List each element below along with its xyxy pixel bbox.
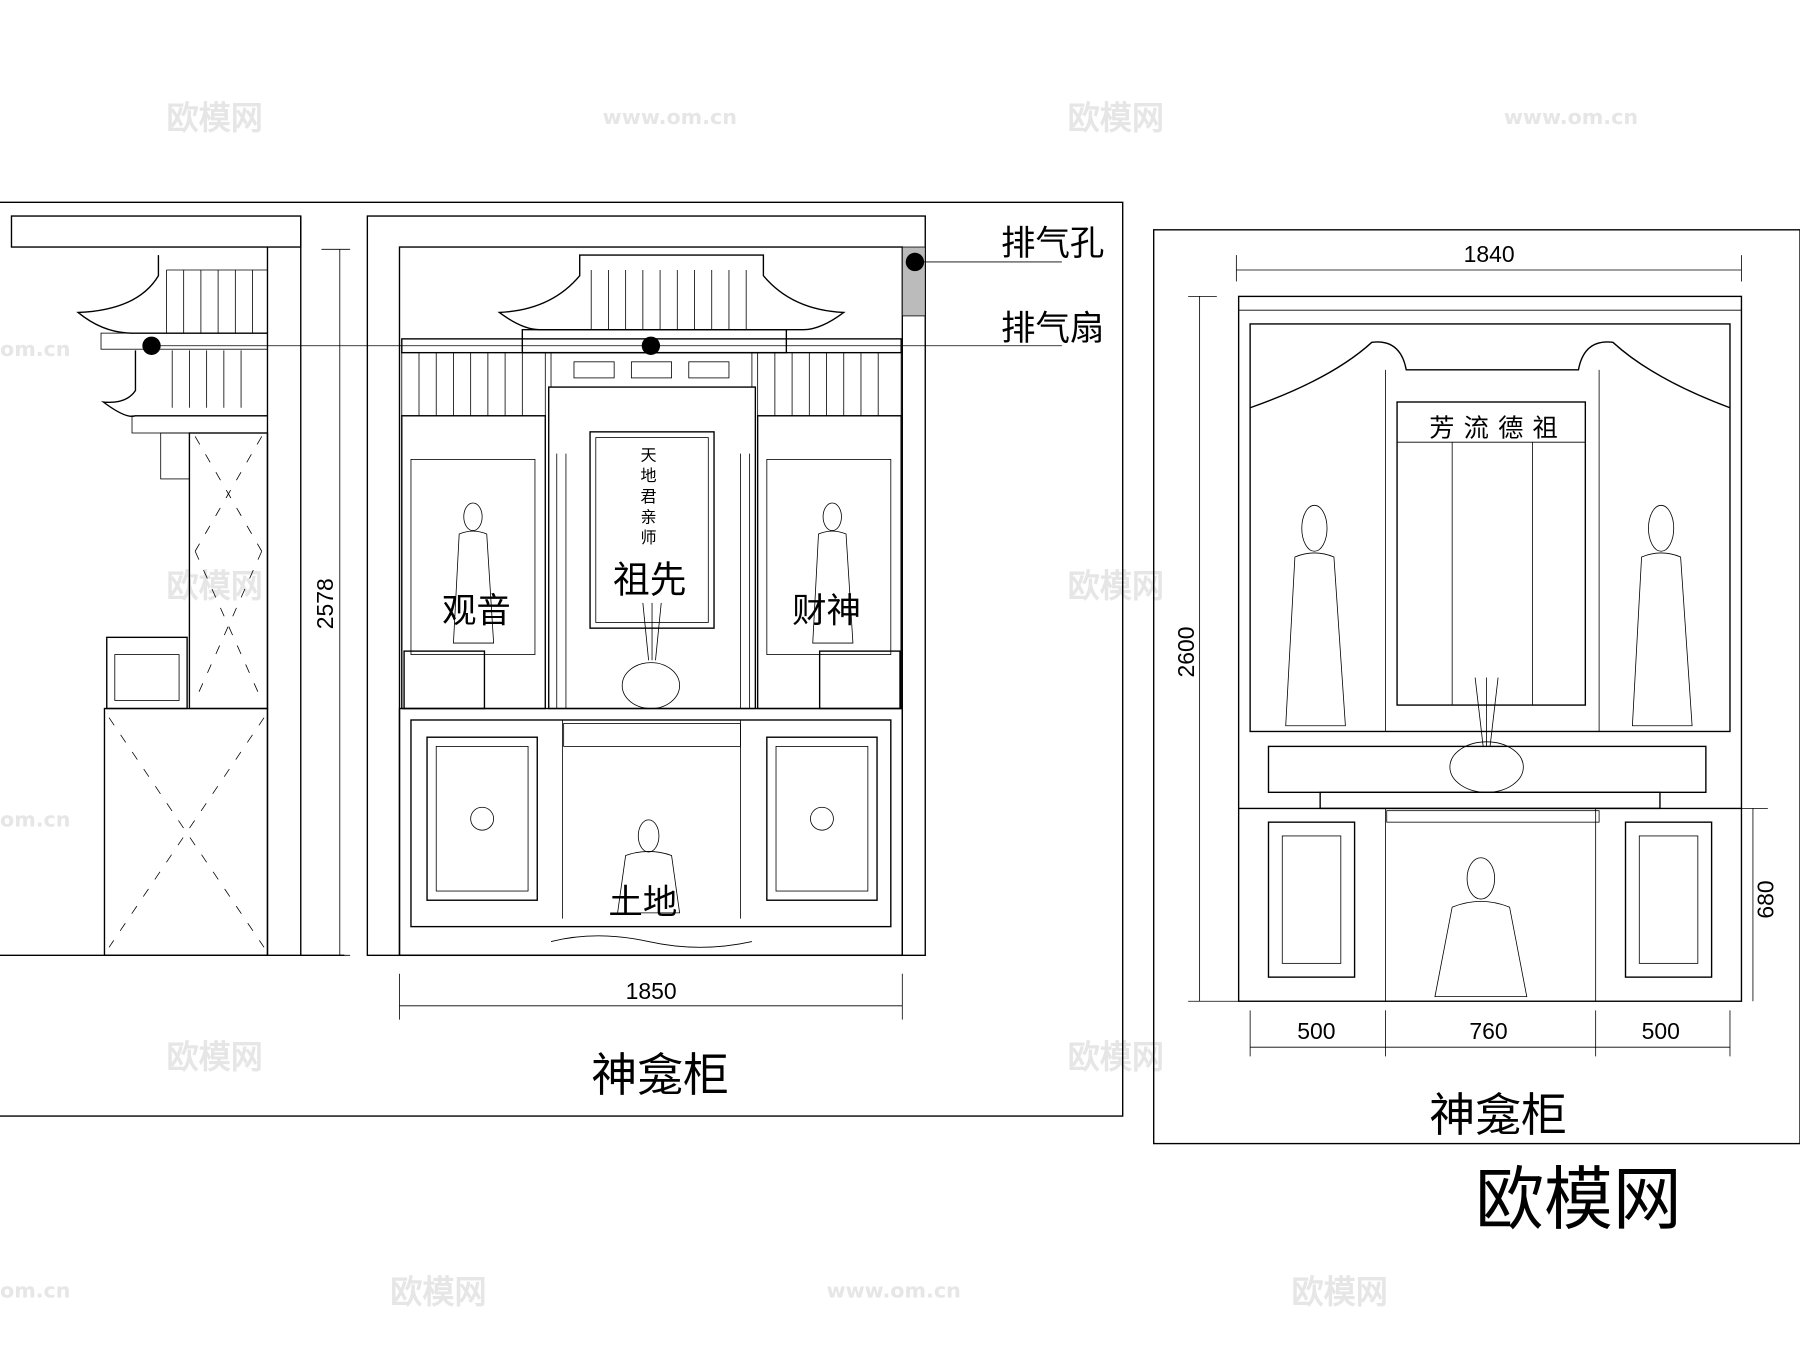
- label-caishen: 财神: [792, 591, 861, 631]
- watermark-logo: 欧模网: [390, 1273, 486, 1311]
- svg-text:亲: 亲: [641, 508, 657, 527]
- watermark-url: www.om.cn: [1504, 105, 1638, 129]
- dimension-height-right: 2600: [1173, 626, 1199, 677]
- right-sheet: 1840 2600 芳流德祖 680: [1153, 229, 1800, 1145]
- svg-text:君: 君: [641, 487, 657, 506]
- watermark-logo: 欧模网: [166, 1038, 262, 1076]
- watermark-url: om.cn: [0, 808, 71, 832]
- watermark-logo: 欧模网: [1291, 1273, 1387, 1311]
- svg-text:天: 天: [641, 446, 657, 465]
- ancestor-tablet: 芳流德祖: [1429, 413, 1567, 442]
- left-sheet: 2578 排气孔 排气扇: [0, 201, 1124, 1117]
- watermark-logo: 欧模网: [1068, 1038, 1164, 1076]
- incense-burner: [621, 602, 680, 709]
- dimension-bottom-center: 760: [1469, 1018, 1507, 1044]
- label-tudi: 土地: [608, 883, 677, 923]
- watermark-url: www.om.cn: [603, 105, 737, 129]
- watermarks: 欧模网 欧模网 www.om.cn www.om.cn 欧模网 欧模网 欧模网 …: [0, 99, 1638, 1311]
- watermark-url: om.cn: [0, 1278, 71, 1302]
- drawing-title-right: 神龛柜: [1429, 1088, 1567, 1142]
- left-statue: [1285, 504, 1346, 727]
- seated-statue: [1434, 857, 1528, 998]
- callout-exhaust-hole: 排气孔: [1001, 224, 1104, 264]
- dimension-top: 1840: [1464, 241, 1515, 267]
- watermark-url: om.cn: [0, 337, 71, 361]
- dimension-bottom-right: 500: [1642, 1018, 1680, 1044]
- callout-exhaust-fan: 排气扇: [1001, 309, 1104, 349]
- watermark-url: www.om.cn: [827, 1278, 961, 1302]
- brand-logo: 欧模网: [1475, 1160, 1682, 1240]
- tudi-statue: [617, 819, 681, 914]
- label-guanyin: 观音: [442, 591, 511, 631]
- watermark-logo: 欧模网: [166, 99, 262, 137]
- watermark-logo: 欧模网: [1068, 567, 1164, 605]
- guanyin-statue: [453, 502, 495, 644]
- label-ancestors: 祖先: [613, 559, 686, 602]
- dimension-height: 2578: [312, 578, 338, 629]
- svg-text:师: 师: [641, 528, 657, 547]
- watermark-logo: 欧模网: [166, 567, 262, 605]
- incense-burner-right: [1449, 677, 1524, 793]
- right-statue: [1631, 504, 1693, 727]
- dimension-width: 1850: [626, 978, 677, 1004]
- dimension-cabinet: 680: [1753, 880, 1779, 918]
- watermark-logo: 欧模网: [1068, 99, 1164, 137]
- drawing-title: 神龛柜: [591, 1048, 729, 1102]
- dimension-bottom-left: 500: [1297, 1018, 1335, 1044]
- ancestor-tablet-text: 天 地 君 亲 师: [641, 446, 657, 548]
- svg-text:地: 地: [641, 466, 657, 485]
- caishen-statue: [812, 502, 854, 644]
